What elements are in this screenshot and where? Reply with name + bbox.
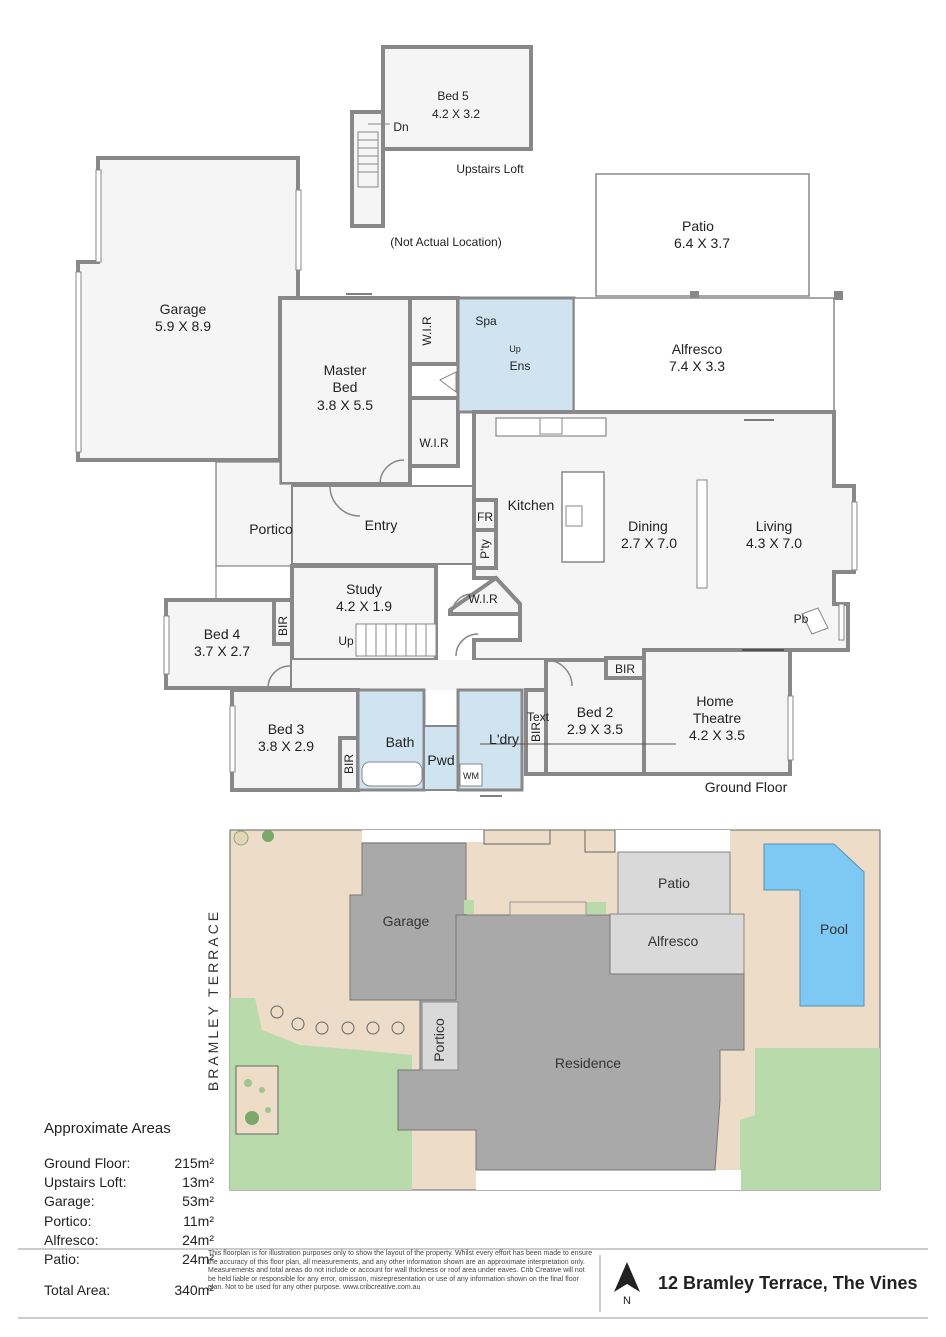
area-label: Garage: xyxy=(44,1193,95,1210)
bed2-dim: 2.9 X 3.5 xyxy=(567,721,623,737)
area-value: 53m² xyxy=(182,1193,214,1210)
living-name: Living xyxy=(756,518,793,534)
area-value: 24m² xyxy=(182,1231,214,1248)
ground-floor-label: Ground Floor xyxy=(705,779,788,795)
bed3-name: Bed 3 xyxy=(268,721,305,737)
approximate-areas: Approximate Areas Ground Floor: 215m² Ups… xyxy=(44,1120,214,1301)
ensuite-up-label: Up xyxy=(509,344,521,354)
powerbox-label: Pb xyxy=(794,612,809,626)
wir-label-1: W.I.R xyxy=(420,316,434,346)
site-portico-label: Portico xyxy=(431,1018,447,1062)
dining-name: Dining xyxy=(628,518,668,534)
study-name: Study xyxy=(346,581,382,597)
total-area-row: Total Area: 340m² xyxy=(44,1282,214,1301)
ground-floor-walls xyxy=(163,293,858,797)
street-name-label: BRAMLEY TERRACE xyxy=(205,909,221,1091)
dining-dim: 2.7 X 7.0 xyxy=(621,535,677,551)
bed2-name: Bed 2 xyxy=(577,704,614,720)
alfresco-dim: 7.4 X 3.3 xyxy=(669,358,725,374)
site-labels: BRAMLEY TERRACE Garage Patio Alfresco Po… xyxy=(205,875,848,1091)
pantry-label: P'ty xyxy=(478,539,492,559)
study-dim: 4.2 X 1.9 xyxy=(336,598,392,614)
patio-name: Patio xyxy=(682,218,714,234)
theatre-name-2: Theatre xyxy=(693,710,741,726)
dn-label: Dn xyxy=(393,120,408,134)
bir-label-1: BIR xyxy=(276,616,290,636)
site-pool-label: Pool xyxy=(820,921,848,937)
laundry-label: L'dry xyxy=(489,731,519,747)
area-label: Patio: xyxy=(44,1250,80,1267)
bir-label-4: BIR xyxy=(615,662,635,676)
area-row: Upstairs Loft: 13m² xyxy=(44,1174,214,1193)
area-row: Ground Floor: 215m² xyxy=(44,1155,214,1174)
total-area-value: 340m² xyxy=(174,1282,214,1299)
bed4-name: Bed 4 xyxy=(204,626,241,642)
master-dim: 3.8 X 5.5 xyxy=(317,397,373,413)
upstairs-loft-label: Upstairs Loft xyxy=(456,162,524,176)
room-labels: Bed 5 4.2 X 3.2 Dn Upstairs Loft (Not Ac… xyxy=(155,89,809,795)
study-up-label: Up xyxy=(338,634,354,648)
property-address: 12 Bramley Terrace, The Vines xyxy=(658,1273,918,1293)
upstairs-loft xyxy=(350,45,533,228)
site-patio-label: Patio xyxy=(658,875,690,891)
area-row: Alfresco: 24m² xyxy=(44,1232,214,1251)
bir-label-2: BIR xyxy=(342,754,356,774)
washing-machine-label: WM xyxy=(463,771,479,781)
theatre-name-1: Home xyxy=(696,693,734,709)
entry-label: Entry xyxy=(365,517,398,533)
spa-label: Spa xyxy=(475,314,497,328)
theatre-dim: 4.2 X 3.5 xyxy=(689,727,745,743)
area-row: Patio: 24m² xyxy=(44,1251,214,1270)
north-arrow-icon: N xyxy=(614,1262,640,1306)
garage-dim: 5.9 X 8.9 xyxy=(155,318,211,334)
living-dim: 4.3 X 7.0 xyxy=(746,535,802,551)
bed5-name: Bed 5 xyxy=(437,89,469,103)
text-label: Text xyxy=(527,710,550,724)
bath-label: Bath xyxy=(386,734,415,750)
area-label: Ground Floor: xyxy=(44,1155,131,1171)
area-row: Garage: 53m² xyxy=(44,1193,214,1212)
north-label: N xyxy=(623,1295,631,1306)
disclaimer-text: This floorplan is for illustration purpo… xyxy=(208,1250,593,1292)
site-garage-label: Garage xyxy=(383,913,430,929)
area-row: Portico: 11m² xyxy=(44,1213,214,1232)
site-residence-label: Residence xyxy=(555,1055,621,1071)
patio-outline xyxy=(595,173,810,297)
bir-label-3: BIR xyxy=(529,722,543,742)
area-value: 13m² xyxy=(182,1174,214,1191)
patio-dim: 6.4 X 3.7 xyxy=(674,235,730,251)
kitchen-label: Kitchen xyxy=(508,497,555,513)
fridge-label: FR xyxy=(477,510,493,524)
areas-title: Approximate Areas xyxy=(44,1120,171,1137)
site-plan xyxy=(229,829,881,1191)
portico-label: Portico xyxy=(249,521,293,537)
bed3-dim: 3.8 X 2.9 xyxy=(258,738,314,754)
site-alfresco-label: Alfresco xyxy=(648,933,699,949)
bed4-dim: 3.7 X 2.7 xyxy=(194,643,250,659)
area-value: 215m² xyxy=(174,1155,214,1171)
alfresco-name: Alfresco xyxy=(672,341,723,357)
wir-label-3: W.I.R xyxy=(468,592,498,606)
ensuite-label: Ens xyxy=(510,359,531,373)
area-value: 24m² xyxy=(182,1250,214,1267)
master-name-2: Bed xyxy=(333,379,358,395)
area-value: 11m² xyxy=(183,1212,214,1229)
area-label: Upstairs Loft: xyxy=(44,1174,127,1191)
garage-name: Garage xyxy=(160,301,207,317)
master-name-1: Master xyxy=(324,362,367,378)
not-actual-location-label: (Not Actual Location) xyxy=(390,235,501,249)
bed5-dim: 4.2 X 3.2 xyxy=(432,107,480,121)
total-area-label: Total Area: xyxy=(44,1282,111,1299)
wir-label-2: W.I.R xyxy=(419,436,449,450)
powder-label: Pwd xyxy=(427,752,454,768)
area-label: Portico: xyxy=(44,1212,92,1229)
area-label: Alfresco: xyxy=(44,1231,99,1248)
